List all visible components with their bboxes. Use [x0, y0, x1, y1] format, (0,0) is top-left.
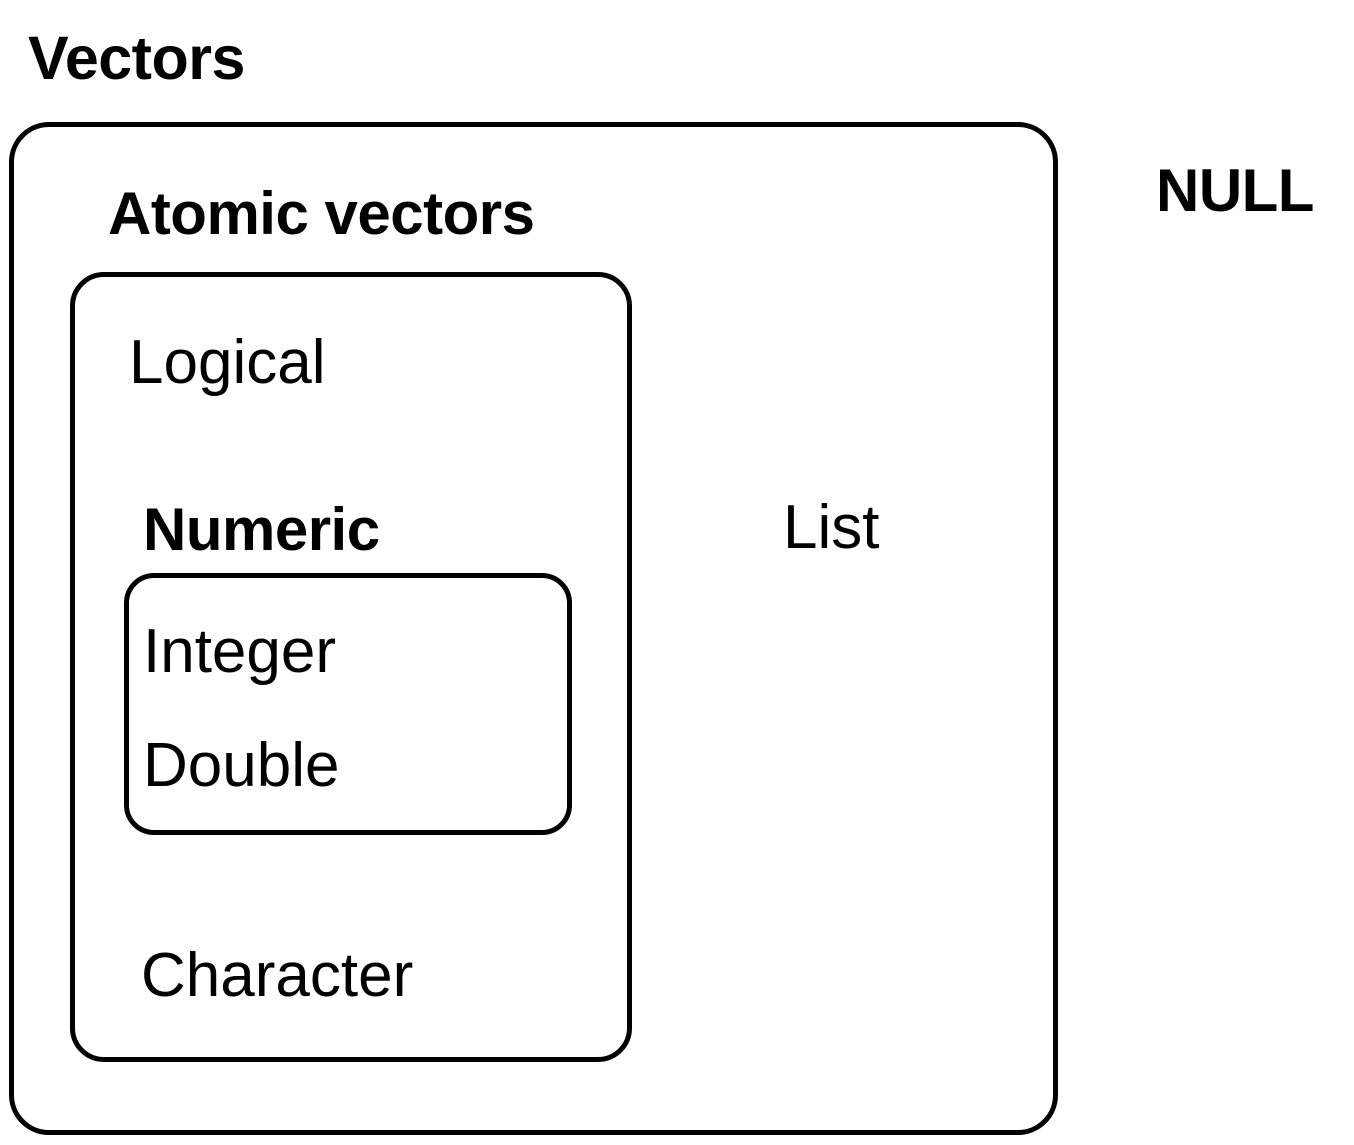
atomic-vectors-group-title: Atomic vectors	[108, 180, 535, 247]
atomic-vectors-group-box	[70, 272, 632, 1062]
type-label-integer: Integer	[143, 617, 337, 686]
vectors-group-title: Vectors	[28, 24, 245, 92]
type-label-list: List	[783, 493, 880, 562]
type-label-character: Character	[141, 941, 414, 1010]
numeric-group-box	[124, 573, 572, 835]
type-label-logical: Logical	[129, 328, 326, 397]
type-label-double: Double	[143, 731, 340, 800]
vectors-group-box	[9, 122, 1058, 1135]
numeric-group-title: Numeric	[143, 496, 380, 563]
type-label-null: NULL	[1156, 157, 1314, 224]
